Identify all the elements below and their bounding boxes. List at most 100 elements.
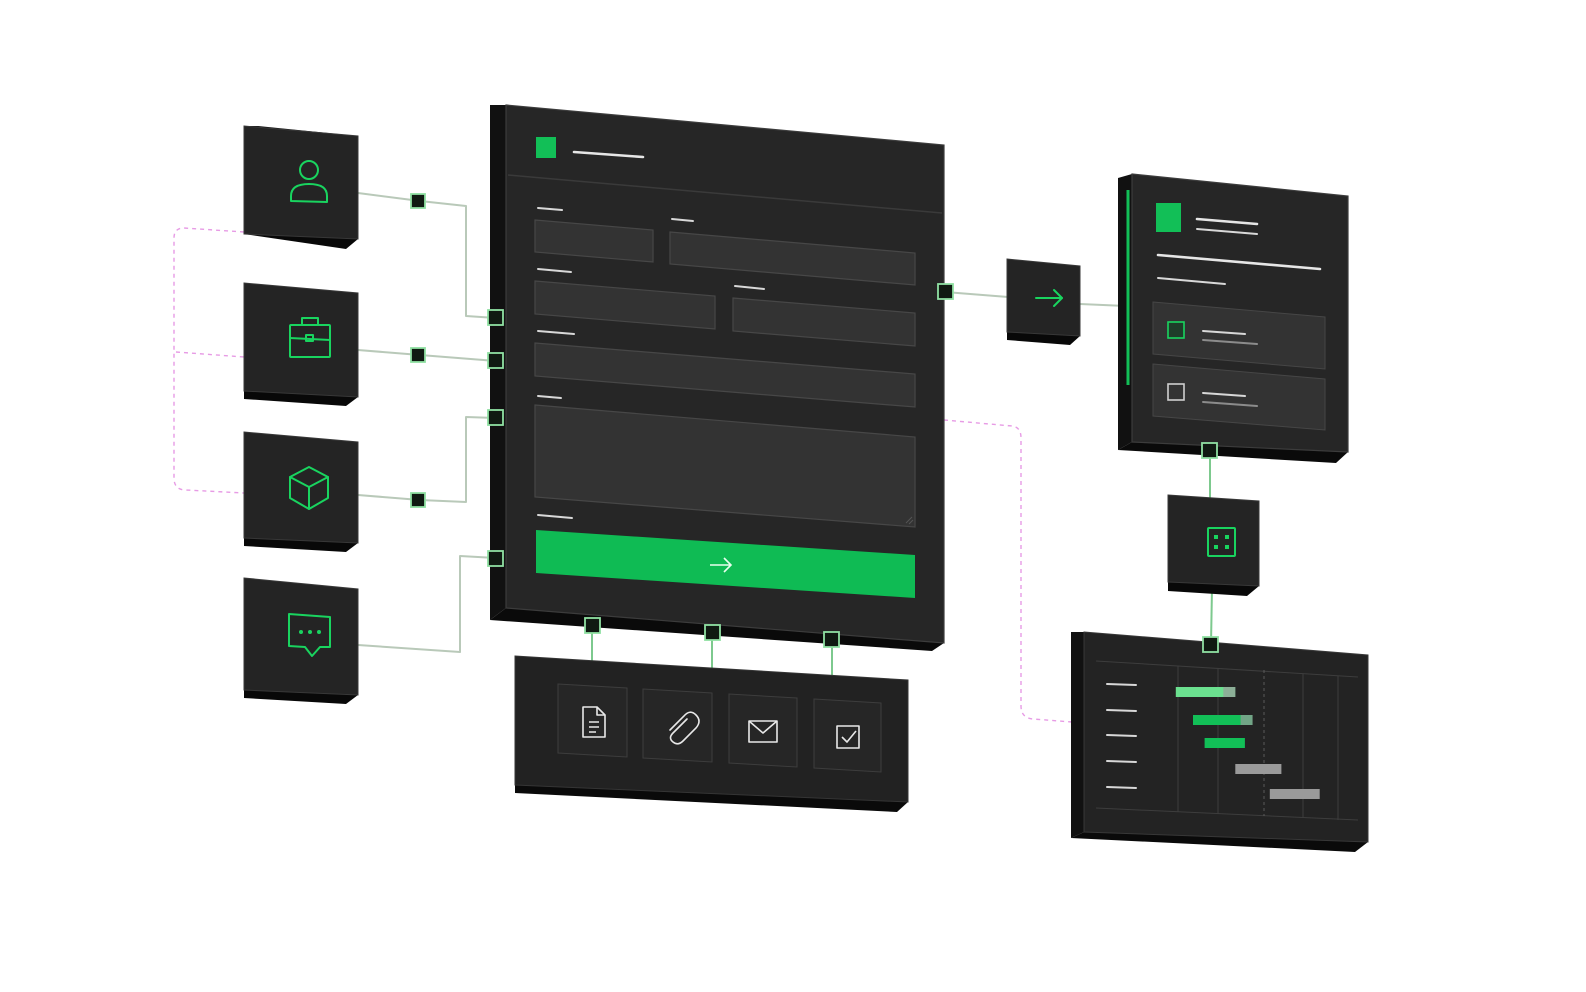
paperclip-icon [669, 711, 700, 745]
grid-dots-icon [1207, 527, 1236, 557]
field-label [671, 218, 694, 222]
arrow-right-icon [710, 557, 733, 573]
form-title-line [572, 150, 645, 159]
grid-node[interactable] [1167, 494, 1260, 596]
gantt-bar[interactable] [1269, 789, 1320, 799]
card-socket[interactable] [1201, 442, 1218, 459]
attachment-slot[interactable] [728, 693, 798, 768]
card-logo [1156, 203, 1181, 232]
card-list-item[interactable] [1152, 363, 1326, 431]
connector-briefcase-form [357, 349, 497, 362]
gantt-row-label [1106, 760, 1137, 763]
field-label [734, 285, 765, 290]
card-text-line [1157, 277, 1226, 285]
item-line [1202, 392, 1246, 397]
submit-button[interactable] [536, 530, 915, 598]
item-line [1202, 401, 1258, 407]
input-field[interactable] [534, 280, 716, 330]
chat-icon [288, 613, 331, 657]
textarea-field[interactable] [534, 404, 916, 528]
gantt-bars [1175, 687, 1320, 799]
briefcase-icon [289, 317, 331, 358]
form-socket[interactable] [487, 352, 504, 369]
card-text-line [1156, 253, 1322, 271]
connector-form-forward [944, 291, 1009, 298]
document-icon [582, 706, 606, 738]
field-label [537, 514, 573, 519]
timeline-node[interactable] [1071, 631, 1369, 852]
attachments-node[interactable] [514, 655, 909, 812]
input-field[interactable] [732, 297, 916, 347]
gantt-bar[interactable] [1235, 764, 1282, 774]
gantt-bar-remainder [1223, 687, 1236, 697]
checkbox-unchecked-icon[interactable] [1167, 383, 1185, 401]
attachment-slot[interactable] [813, 698, 882, 773]
card-title-line [1195, 217, 1259, 226]
attachment-slot[interactable] [557, 683, 628, 758]
form-socket[interactable] [584, 617, 601, 634]
input-field[interactable] [534, 219, 654, 263]
user-node[interactable] [243, 125, 359, 249]
connector-node[interactable] [410, 492, 426, 508]
card-list-item[interactable] [1152, 301, 1326, 370]
item-line [1202, 330, 1246, 335]
form-node[interactable] [490, 104, 945, 651]
gantt-row-label [1106, 734, 1137, 737]
gantt-row-label [1106, 709, 1137, 712]
form-header-divider [507, 174, 943, 214]
checkbox-checked-icon[interactable] [1167, 321, 1185, 339]
gantt-bar[interactable] [1193, 715, 1253, 725]
form-socket[interactable] [937, 283, 954, 300]
briefcase-node[interactable] [243, 282, 359, 406]
task-card-node[interactable] [1118, 173, 1349, 463]
dashed-connector-left-mid [175, 351, 245, 358]
field-label [537, 268, 572, 273]
forward-node[interactable] [1006, 258, 1081, 345]
item-line [1202, 339, 1258, 345]
input-field-wide[interactable] [534, 342, 916, 408]
message-node[interactable] [243, 577, 359, 704]
form-logo [536, 137, 556, 158]
cube-icon [289, 466, 329, 510]
field-label [537, 330, 575, 335]
form-socket[interactable] [823, 631, 840, 648]
connector-node[interactable] [410, 193, 426, 209]
connector-message-form [357, 555, 497, 653]
dashed-connector-left [173, 227, 245, 494]
gantt-row-label [1106, 786, 1137, 789]
connector-user-form [357, 192, 497, 319]
gantt-bar[interactable] [1175, 687, 1236, 697]
connector-node[interactable] [410, 347, 426, 363]
envelope-icon [748, 720, 778, 743]
connector-grid-timeline [1210, 587, 1213, 645]
form-socket[interactable] [704, 624, 721, 641]
card-title-line [1196, 228, 1258, 235]
form-socket[interactable] [487, 550, 504, 567]
attachment-slot[interactable] [642, 688, 713, 763]
field-label [537, 395, 562, 399]
resize-handle-icon [905, 516, 914, 525]
input-field[interactable] [669, 231, 916, 286]
user-icon [290, 160, 328, 203]
package-node[interactable] [243, 431, 359, 552]
field-label [537, 207, 563, 211]
connector-package-form [357, 416, 497, 503]
form-socket[interactable] [487, 409, 504, 426]
checkbox-icon [836, 725, 860, 749]
gantt-bar[interactable] [1204, 738, 1245, 748]
form-socket[interactable] [487, 309, 504, 326]
timeline-socket[interactable] [1202, 636, 1219, 653]
arrow-right-icon [1035, 289, 1063, 307]
gantt-row-label [1106, 683, 1137, 686]
